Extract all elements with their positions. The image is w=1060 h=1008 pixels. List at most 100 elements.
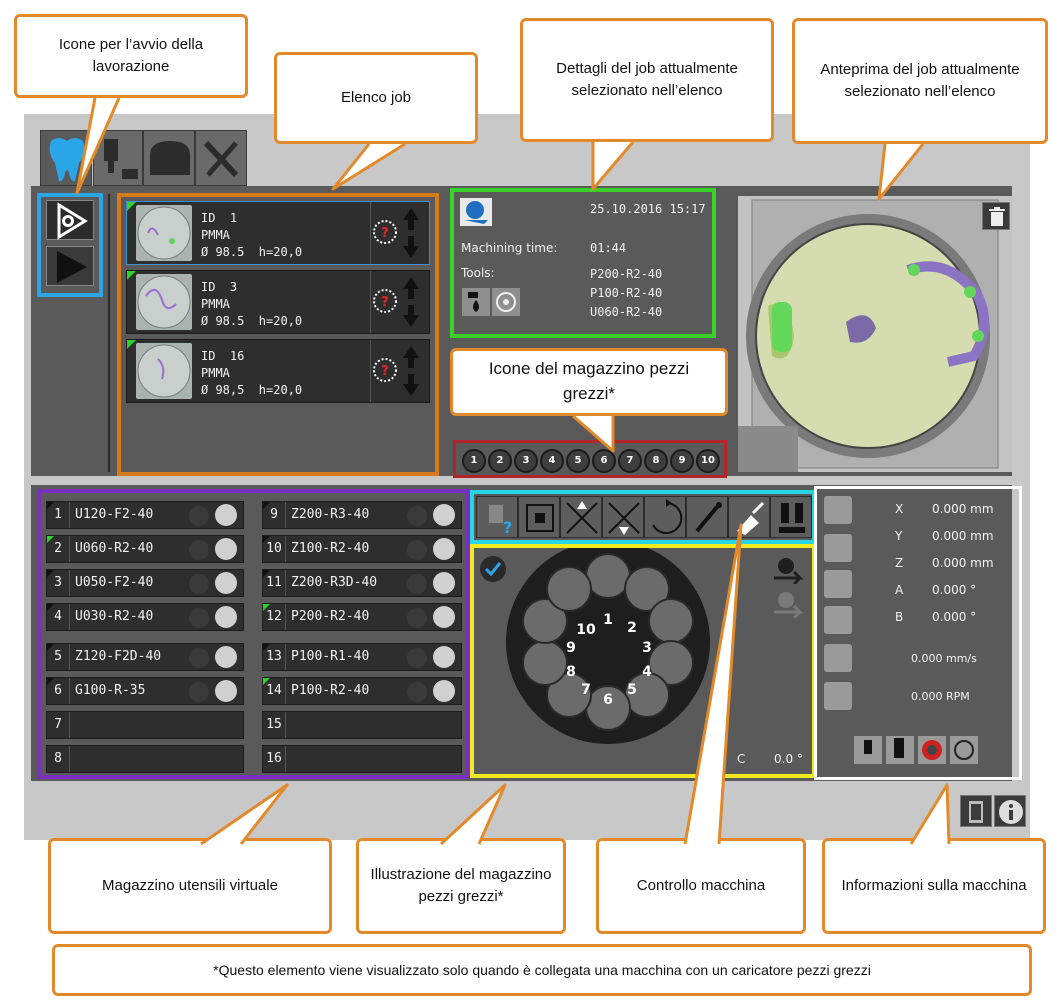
z-axis-icon <box>824 570 852 598</box>
start-button-play[interactable] <box>46 246 94 286</box>
callout-tool-magazine: Magazzino utensili virtuale <box>48 783 332 934</box>
carousel-load-button[interactable] <box>772 556 804 586</box>
svg-text:?: ? <box>503 518 512 537</box>
callout-start-icons: Icone per l’avvio della lavorazione <box>14 14 248 195</box>
delete-button[interactable] <box>982 202 1010 230</box>
job-dimensions: Ø 98.5 h=20,0 <box>201 314 303 328</box>
carousel-label: 8 <box>566 664 576 680</box>
carousel-label: 5 <box>627 682 637 698</box>
callout-carousel: Illustrazione del magazzino pezzi grezzi… <box>356 783 566 934</box>
tab-blank[interactable] <box>143 130 195 186</box>
job-thumbnail <box>127 271 192 330</box>
machine-control-button[interactable] <box>602 496 644 538</box>
tab-dental[interactable] <box>40 130 92 186</box>
callout-job-list: Elenco job <box>274 52 478 191</box>
spray-icon <box>695 502 722 533</box>
blank-slot-icon[interactable]: 7 <box>618 449 642 473</box>
blank-slot-icon[interactable]: 8 <box>644 449 668 473</box>
panel-divider <box>31 476 1012 485</box>
carousel-label: 3 <box>642 640 652 656</box>
tool-slot[interactable]: 8 <box>46 745 244 773</box>
job-info: ID 3 PMMA Ø 98.5 h=20,0 <box>201 279 302 330</box>
machine-control-button[interactable] <box>560 496 602 538</box>
blank-carousel: 1 2 3 4 5 6 7 8 9 10 C 0.0 ° <box>474 548 812 774</box>
blank-slot-icon[interactable]: 10 <box>696 449 720 473</box>
status-icons <box>854 736 982 766</box>
svg-text:?: ? <box>381 226 389 241</box>
feed-icon <box>824 644 852 672</box>
tool-icon <box>215 646 237 668</box>
z-axis-value: 0.000 mm <box>932 556 994 570</box>
blank-slot-icon[interactable]: 2 <box>488 449 512 473</box>
reorder-icon[interactable]: ? <box>371 202 429 264</box>
job-material: PMMA <box>201 366 230 380</box>
blank-slot-icon[interactable]: 1 <box>462 449 486 473</box>
job-id: ID 1 <box>201 211 238 225</box>
carousel-label: 9 <box>566 640 576 656</box>
tool-change-icon <box>779 503 805 533</box>
spindle-icon <box>824 682 852 710</box>
reorder-icon[interactable]: ? <box>371 340 429 402</box>
x-axis-icon <box>824 496 852 524</box>
blank-slot-icon[interactable]: 6 <box>592 449 616 473</box>
tool-icon <box>433 504 455 526</box>
tool-slot[interactable]: 7 <box>46 711 244 739</box>
blank-slot-icon[interactable]: 4 <box>540 449 564 473</box>
start-button-special[interactable] <box>46 200 94 240</box>
triangle-gear-icon <box>57 202 88 240</box>
tool-slot[interactable]: 16 <box>262 745 462 773</box>
job-item[interactable]: ID 1 PMMA Ø 98.5 h=20,0 ? <box>126 201 430 265</box>
a-axis-icon <box>824 606 852 634</box>
job-id: ID 3 <box>201 280 238 294</box>
callout-machine-info: Informazioni sulla macchina <box>822 783 1046 934</box>
tooth-icon <box>49 138 85 182</box>
door-status-button[interactable] <box>960 795 992 827</box>
machine-control-button[interactable]: ? <box>476 496 518 538</box>
tool-icon <box>433 680 455 702</box>
machine-control-button[interactable] <box>770 496 812 538</box>
carousel-label: 1 <box>603 612 613 628</box>
tools-icons <box>462 288 522 318</box>
door-icon <box>969 801 983 823</box>
reorder-icon[interactable]: ? <box>371 271 429 333</box>
tab-tools[interactable] <box>195 130 247 186</box>
blank-slot-icon[interactable]: 3 <box>514 449 538 473</box>
blank-slot-icon[interactable]: 5 <box>566 449 590 473</box>
blank-magazine-icons: 1 2 3 4 5 6 7 8 9 10 <box>456 442 724 478</box>
b-axis-value: 0.000 ° <box>932 610 977 624</box>
job-item[interactable]: ID 16 PMMA Ø 98,5 h=20,0 ? <box>126 339 430 403</box>
machine-control-button[interactable] <box>518 496 560 538</box>
info-button[interactable] <box>994 795 1026 827</box>
spindle-help-icon: ? <box>489 505 512 537</box>
machine-control-button[interactable] <box>644 496 686 538</box>
tool-slot[interactable]: 15 <box>262 711 462 739</box>
carousel-unload-button[interactable] <box>772 590 804 620</box>
machine-control-button[interactable] <box>728 496 770 538</box>
carousel-check-button[interactable] <box>480 556 506 582</box>
svg-text:?: ? <box>381 364 389 379</box>
blank-slot-icon[interactable]: 9 <box>670 449 694 473</box>
job-item[interactable]: ID 3 PMMA Ø 98.5 h=20,0 ? <box>126 270 430 334</box>
y-axis-label: Y <box>895 529 903 543</box>
job-material: PMMA <box>201 297 230 311</box>
tool-icon <box>433 538 455 560</box>
tab-machine[interactable] <box>93 130 143 186</box>
job-dimensions: Ø 98.5 h=20,0 <box>201 245 303 259</box>
job-details: 25.10.2016 15:17 Machining time: 01:44 T… <box>454 192 714 338</box>
tools-label: Tools: <box>461 266 495 280</box>
info-icon <box>999 800 1023 824</box>
wrench-screwdriver-icon <box>203 140 239 178</box>
machine-control-button[interactable] <box>686 496 728 538</box>
